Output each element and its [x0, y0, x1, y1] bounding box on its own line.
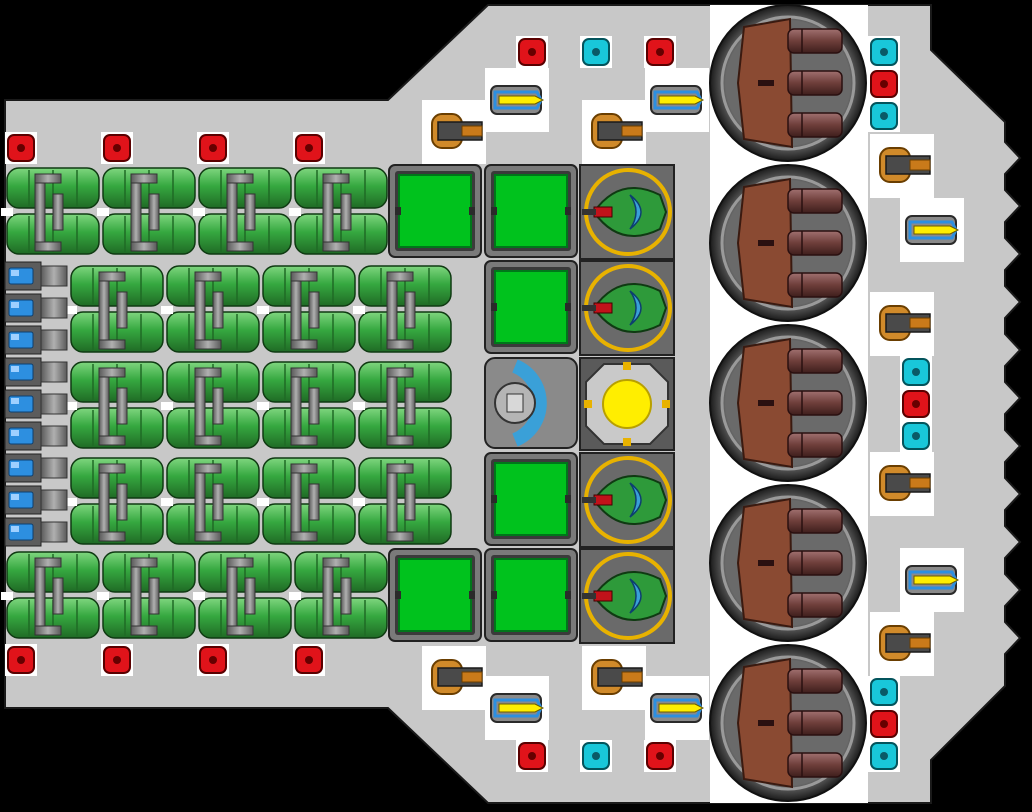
- core-modules: [388, 164, 675, 644]
- cyan-light: [580, 36, 612, 68]
- fuel-tank[interactable]: [161, 457, 260, 545]
- fuel-tank[interactable]: [193, 551, 292, 639]
- fuel-tank[interactable]: [97, 551, 196, 639]
- cyan-light: [900, 356, 932, 388]
- heavy-cannon[interactable]: [709, 164, 867, 322]
- gun-turret[interactable]: [870, 452, 934, 516]
- red-light: [197, 132, 229, 164]
- gun-turret[interactable]: [422, 646, 486, 710]
- cyan-light: [900, 420, 932, 452]
- fuel-tank[interactable]: [65, 265, 164, 353]
- cockpit[interactable]: [579, 548, 675, 644]
- fuel-tank[interactable]: [65, 361, 164, 449]
- gun-turret[interactable]: [582, 100, 646, 164]
- heavy-cannon[interactable]: [709, 324, 867, 482]
- weapon-mounts: [422, 68, 964, 740]
- fuel-tank[interactable]: [161, 265, 260, 353]
- red-light: [900, 388, 932, 420]
- thruster[interactable]: [4, 485, 68, 515]
- navigation-lights: [5, 36, 932, 772]
- missile-launcher[interactable]: [485, 676, 549, 740]
- red-light: [868, 68, 900, 100]
- thruster[interactable]: [4, 293, 68, 323]
- cyan-light: [868, 100, 900, 132]
- cyan-light: [868, 740, 900, 772]
- fuel-tank[interactable]: [257, 361, 356, 449]
- cargo-bay[interactable]: [484, 452, 578, 546]
- fuel-tank[interactable]: [257, 457, 356, 545]
- fuel-tank[interactable]: [193, 167, 292, 255]
- fuel-tank-array: [1, 167, 452, 639]
- cockpit[interactable]: [579, 164, 675, 260]
- heavy-cannon-column: [709, 4, 867, 802]
- red-light: [516, 36, 548, 68]
- cargo-bay[interactable]: [484, 260, 578, 354]
- thruster[interactable]: [4, 517, 68, 547]
- cargo-bay[interactable]: [388, 164, 482, 258]
- heavy-cannon[interactable]: [709, 484, 867, 642]
- missile-launcher[interactable]: [645, 676, 709, 740]
- gun-turret[interactable]: [582, 646, 646, 710]
- red-light: [644, 36, 676, 68]
- cyan-light: [868, 36, 900, 68]
- fuel-tank[interactable]: [353, 457, 452, 545]
- cyan-light: [580, 740, 612, 772]
- thruster[interactable]: [4, 357, 68, 387]
- reactor-core[interactable]: [579, 357, 675, 451]
- fuel-tank[interactable]: [97, 167, 196, 255]
- thruster-bank: [4, 261, 68, 547]
- cargo-bay[interactable]: [388, 548, 482, 642]
- gun-turret[interactable]: [870, 612, 934, 676]
- red-light: [868, 708, 900, 740]
- fuel-tank[interactable]: [353, 265, 452, 353]
- red-light: [293, 644, 325, 676]
- red-light: [101, 644, 133, 676]
- red-light: [197, 644, 229, 676]
- fuel-tank[interactable]: [161, 361, 260, 449]
- missile-launcher[interactable]: [645, 68, 709, 132]
- fuel-tank[interactable]: [65, 457, 164, 545]
- thruster[interactable]: [4, 389, 68, 419]
- shield-generator[interactable]: [484, 357, 578, 449]
- fuel-tank[interactable]: [353, 361, 452, 449]
- red-light: [644, 740, 676, 772]
- red-light: [293, 132, 325, 164]
- missile-launcher[interactable]: [900, 198, 964, 262]
- cyan-light: [868, 676, 900, 708]
- gun-turret[interactable]: [870, 134, 934, 198]
- cockpit[interactable]: [579, 260, 675, 356]
- cargo-bay[interactable]: [484, 548, 578, 642]
- missile-launcher[interactable]: [485, 68, 549, 132]
- fuel-tank[interactable]: [1, 551, 100, 639]
- fuel-tank[interactable]: [289, 551, 388, 639]
- cargo-bay[interactable]: [484, 164, 578, 258]
- missile-launcher[interactable]: [900, 548, 964, 612]
- gun-turret[interactable]: [422, 100, 486, 164]
- red-light: [5, 132, 37, 164]
- fuel-tank[interactable]: [289, 167, 388, 255]
- thruster[interactable]: [4, 453, 68, 483]
- red-light: [101, 132, 133, 164]
- thruster[interactable]: [4, 325, 68, 355]
- gun-turret[interactable]: [870, 292, 934, 356]
- fuel-tank[interactable]: [1, 167, 100, 255]
- heavy-cannon[interactable]: [709, 4, 867, 162]
- thruster[interactable]: [4, 421, 68, 451]
- heavy-cannon[interactable]: [709, 644, 867, 802]
- red-light: [5, 644, 37, 676]
- cockpit[interactable]: [579, 452, 675, 548]
- fuel-tank[interactable]: [257, 265, 356, 353]
- thruster[interactable]: [4, 261, 68, 291]
- red-light: [516, 740, 548, 772]
